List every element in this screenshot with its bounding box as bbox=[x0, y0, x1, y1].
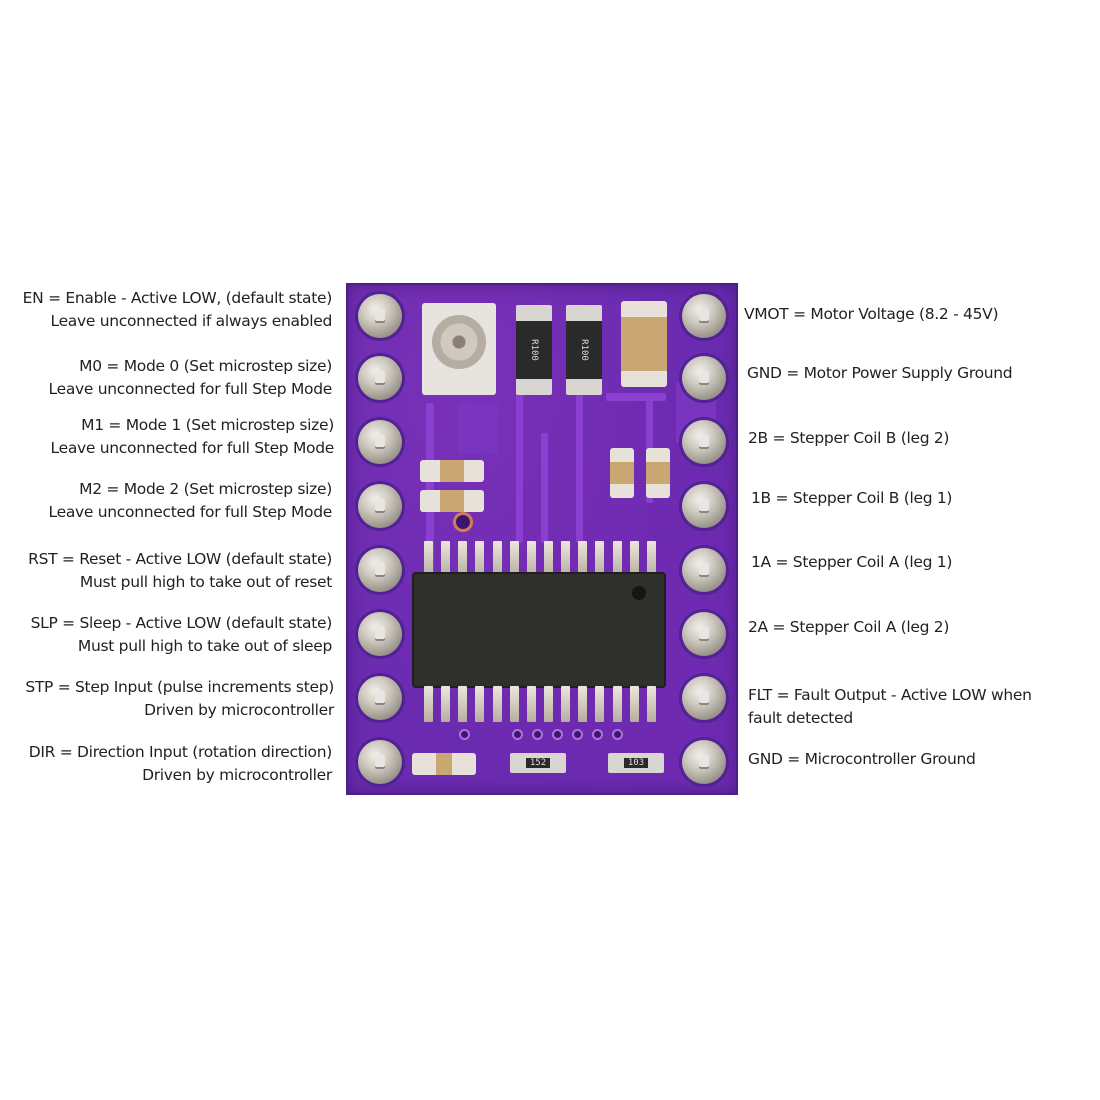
pcb-trace bbox=[576, 383, 583, 543]
label-stp-line1: STP = Step Input (pulse increments step) bbox=[25, 678, 334, 696]
label-2b-line1: 2B = Stepper Coil B (leg 2) bbox=[748, 429, 950, 447]
label-2a: 2A = Stepper Coil A (leg 2) bbox=[748, 616, 949, 639]
pcb-trace bbox=[541, 433, 548, 543]
smd-resistor-152: 152 bbox=[510, 753, 566, 773]
label-2b: 2B = Stepper Coil B (leg 2) bbox=[748, 427, 949, 450]
label-rst: RST = Reset - Active LOW (default state)… bbox=[28, 548, 332, 594]
via bbox=[614, 731, 621, 738]
smd-capacitor bbox=[646, 448, 670, 498]
pin-2b-pad bbox=[682, 420, 726, 464]
label-m0-line2: Leave unconnected for full Step Mode bbox=[48, 380, 333, 398]
label-m0-line1: M0 = Mode 0 (Set microstep size) bbox=[79, 357, 332, 375]
label-vmot: VMOT = Motor Voltage (8.2 - 45V) bbox=[744, 303, 999, 326]
driver-ic-chip bbox=[414, 574, 664, 686]
label-m1-line2: Leave unconnected for full Step Mode bbox=[50, 439, 335, 457]
label-slp-line1: SLP = Sleep - Active LOW (default state) bbox=[30, 614, 333, 632]
label-m2-line1: M2 = Mode 2 (Set microstep size) bbox=[79, 480, 332, 498]
pin-flt-pad bbox=[682, 676, 726, 720]
sense-resistor-2: R100 bbox=[566, 305, 602, 395]
smd-capacitor bbox=[610, 448, 634, 498]
label-en-line1: EN = Enable - Active LOW, (default state… bbox=[22, 289, 333, 307]
pin-1b-pad bbox=[682, 484, 726, 528]
label-slp-line2: Must pull high to take out of sleep bbox=[77, 637, 332, 655]
label-m1-line1: M1 = Mode 1 (Set microstep size) bbox=[81, 416, 334, 434]
label-slp: SLP = Sleep - Active LOW (default state)… bbox=[30, 612, 333, 658]
label-gnd-motor: GND = Motor Power Supply Ground bbox=[747, 362, 1013, 385]
label-rst-line2: Must pull high to take out of reset bbox=[79, 573, 332, 591]
label-m2: M2 = Mode 2 (Set microstep size) Leave u… bbox=[48, 478, 333, 524]
via bbox=[574, 731, 581, 738]
via bbox=[461, 731, 468, 738]
pin-en-pad bbox=[358, 294, 402, 338]
label-m1: M1 = Mode 1 (Set microstep size) Leave u… bbox=[50, 414, 335, 460]
sense-resistor-1: R100 bbox=[516, 305, 552, 395]
label-gnd-mcu: GND = Microcontroller Ground bbox=[748, 748, 976, 771]
label-1a-line1: 1A = Stepper Coil A (leg 1) bbox=[751, 553, 953, 571]
label-flt: FLT = Fault Output - Active LOW when fau… bbox=[748, 684, 1032, 730]
label-gnd-motor-line1: GND = Motor Power Supply Ground bbox=[747, 364, 1013, 382]
current-limit-potentiometer bbox=[422, 303, 496, 395]
pin-1a-pad bbox=[682, 548, 726, 592]
test-point bbox=[456, 515, 470, 529]
smd-capacitor bbox=[412, 753, 476, 775]
bulk-capacitor bbox=[621, 301, 667, 387]
label-stp: STP = Step Input (pulse increments step)… bbox=[25, 676, 334, 722]
pin-gnd-mcu-pad bbox=[682, 740, 726, 784]
pin-dir-pad bbox=[358, 740, 402, 784]
pin-m2-pad bbox=[358, 484, 402, 528]
label-1a: 1A = Stepper Coil A (leg 1) bbox=[751, 551, 952, 574]
label-dir: DIR = Direction Input (rotation directio… bbox=[28, 741, 333, 787]
smd-capacitor bbox=[420, 490, 484, 512]
pcb-copper-pour bbox=[458, 403, 498, 453]
pin-vmot-pad bbox=[682, 294, 726, 338]
label-vmot-line1: VMOT = Motor Voltage (8.2 - 45V) bbox=[744, 305, 999, 323]
resistor-marking: R100 bbox=[529, 339, 539, 361]
potentiometer-dial-icon bbox=[432, 315, 486, 369]
via bbox=[554, 731, 561, 738]
pin1-marker-icon bbox=[632, 586, 646, 600]
pin-m1-pad bbox=[358, 420, 402, 464]
label-dir-line1: DIR = Direction Input (rotation directio… bbox=[28, 743, 333, 761]
label-1b: 1B = Stepper Coil B (leg 1) bbox=[751, 487, 952, 510]
pcb-trace bbox=[606, 393, 666, 401]
label-en-line2: Leave unconnected if always enabled bbox=[50, 312, 333, 330]
label-stp-line2: Driven by microcontroller bbox=[144, 701, 334, 719]
label-en: EN = Enable - Active LOW, (default state… bbox=[22, 287, 333, 333]
pin-rst-pad bbox=[358, 548, 402, 592]
label-dir-line2: Driven by microcontroller bbox=[142, 766, 332, 784]
label-m2-line2: Leave unconnected for full Step Mode bbox=[48, 503, 333, 521]
pcb-trace bbox=[516, 343, 523, 543]
pin-slp-pad bbox=[358, 612, 402, 656]
label-1b-line1: 1B = Stepper Coil B (leg 1) bbox=[751, 489, 953, 507]
via bbox=[594, 731, 601, 738]
pin-2a-pad bbox=[682, 612, 726, 656]
label-m0: M0 = Mode 0 (Set microstep size) Leave u… bbox=[48, 355, 333, 401]
label-rst-line1: RST = Reset - Active LOW (default state) bbox=[28, 550, 332, 568]
ic-pins-bottom bbox=[424, 686, 656, 722]
resistor-marking: R100 bbox=[579, 339, 589, 361]
pin-gnd-motor-pad bbox=[682, 356, 726, 400]
ic-pins-top bbox=[424, 541, 656, 577]
smd-capacitor bbox=[420, 460, 484, 482]
pin-stp-pad bbox=[358, 676, 402, 720]
driver-board-photo: R100 R100 152 bbox=[346, 283, 738, 795]
label-flt-line2: fault detected bbox=[748, 709, 853, 727]
label-flt-line1: FLT = Fault Output - Active LOW when bbox=[748, 686, 1032, 704]
via bbox=[514, 731, 521, 738]
smd-resistor-103: 103 bbox=[608, 753, 664, 773]
label-2a-line1: 2A = Stepper Coil A (leg 2) bbox=[748, 618, 950, 636]
label-gnd-mcu-line1: GND = Microcontroller Ground bbox=[748, 750, 976, 768]
pin-m0-pad bbox=[358, 356, 402, 400]
via bbox=[534, 731, 541, 738]
